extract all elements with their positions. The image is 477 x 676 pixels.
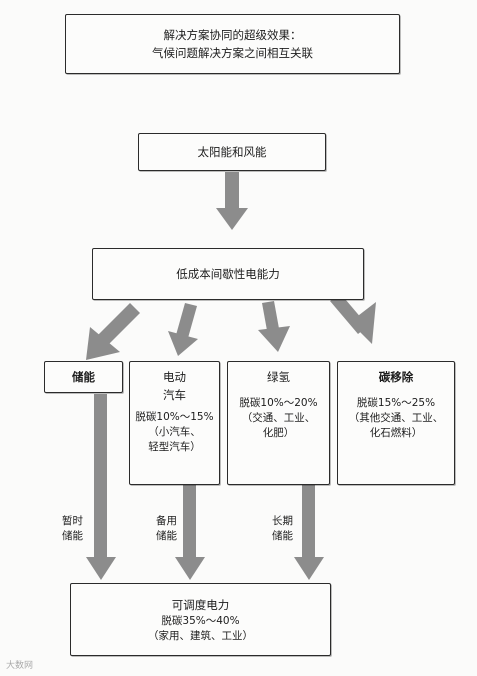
hydrogen-detail-2: 化肥）	[262, 427, 295, 439]
arrow-power-to-hydrogen	[258, 301, 290, 352]
hydrogen-decarb: 脱碳10%～20%	[239, 397, 318, 409]
arrow-power-to-carbon-removal	[330, 293, 376, 344]
hydrogen-detail-1: （交通、工业、	[241, 412, 316, 424]
long-storage-label-2: 储能	[272, 530, 293, 542]
source-box: 太阳能和风能	[138, 133, 326, 171]
arrow-hydrogen-to-dispatchable	[294, 485, 324, 580]
ev-decarb: 脱碳10%～15%	[135, 411, 214, 423]
carbon-removal-detail-1: （其他交通、工业、	[348, 412, 444, 424]
ev-detail-2: 轻型汽车）	[148, 441, 201, 453]
storage-label: 储能	[72, 370, 95, 384]
long-storage-label: 长期 储能	[272, 514, 293, 544]
dispatchable-detail: （家用、建筑、工业）	[148, 629, 253, 642]
long-storage-label-1: 长期	[272, 515, 293, 527]
temp-storage-label-2: 储能	[62, 530, 83, 542]
arrow-power-to-ev	[168, 303, 198, 356]
dispatchable-box: 可调度电力 脱碳35%～40% （家用、建筑、工业）	[70, 583, 331, 656]
hydrogen-box: 绿氢 脱碳10%～20% （交通、工业、 化肥）	[227, 361, 330, 485]
backup-storage-label-2: 储能	[156, 530, 177, 542]
ev-name-2: 汽车	[163, 388, 186, 402]
storage-box: 储能	[44, 361, 123, 393]
title-line-2: 气候问题解决方案之间相互关联	[152, 46, 313, 60]
carbon-removal-box: 碳移除 脱碳15%～25% （其他交通、工业、 化石燃料）	[337, 361, 455, 485]
carbon-removal-detail-2: 化石燃料）	[369, 427, 423, 439]
ev-box: 电动 汽车 脱碳10%～15% （小汽车、 轻型汽车）	[129, 361, 220, 485]
title-box: 解决方案协同的超级效果： 气候问题解决方案之间相互关联	[65, 14, 400, 74]
arrow-ev-to-dispatchable	[175, 485, 205, 580]
power-box: 低成本间歇性电能力	[92, 248, 364, 300]
arrow-source-to-power	[216, 172, 248, 230]
title-line-1: 解决方案协同的超级效果：	[163, 28, 302, 42]
source-label: 太阳能和风能	[197, 145, 267, 159]
backup-storage-label: 备用 储能	[156, 514, 177, 544]
dispatchable-decarb: 脱碳35%～40%	[161, 614, 240, 627]
arrow-storage-to-dispatchable	[86, 394, 116, 580]
ev-detail-1: （小汽车、	[148, 426, 201, 438]
temp-storage-label-1: 暂时	[62, 515, 83, 527]
hydrogen-name: 绿氢	[267, 370, 290, 384]
arrow-power-to-storage	[86, 303, 140, 360]
dispatchable-name: 可调度电力	[171, 597, 230, 612]
ev-name-1: 电动	[163, 370, 186, 384]
power-label: 低成本间歇性电能力	[176, 267, 280, 281]
carbon-removal-decarb: 脱碳15%～25%	[356, 397, 436, 409]
carbon-removal-name: 碳移除	[378, 370, 414, 384]
temp-storage-label: 暂时 储能	[62, 514, 83, 544]
backup-storage-label-1: 备用	[156, 515, 177, 527]
watermark: 大数网	[6, 661, 34, 671]
